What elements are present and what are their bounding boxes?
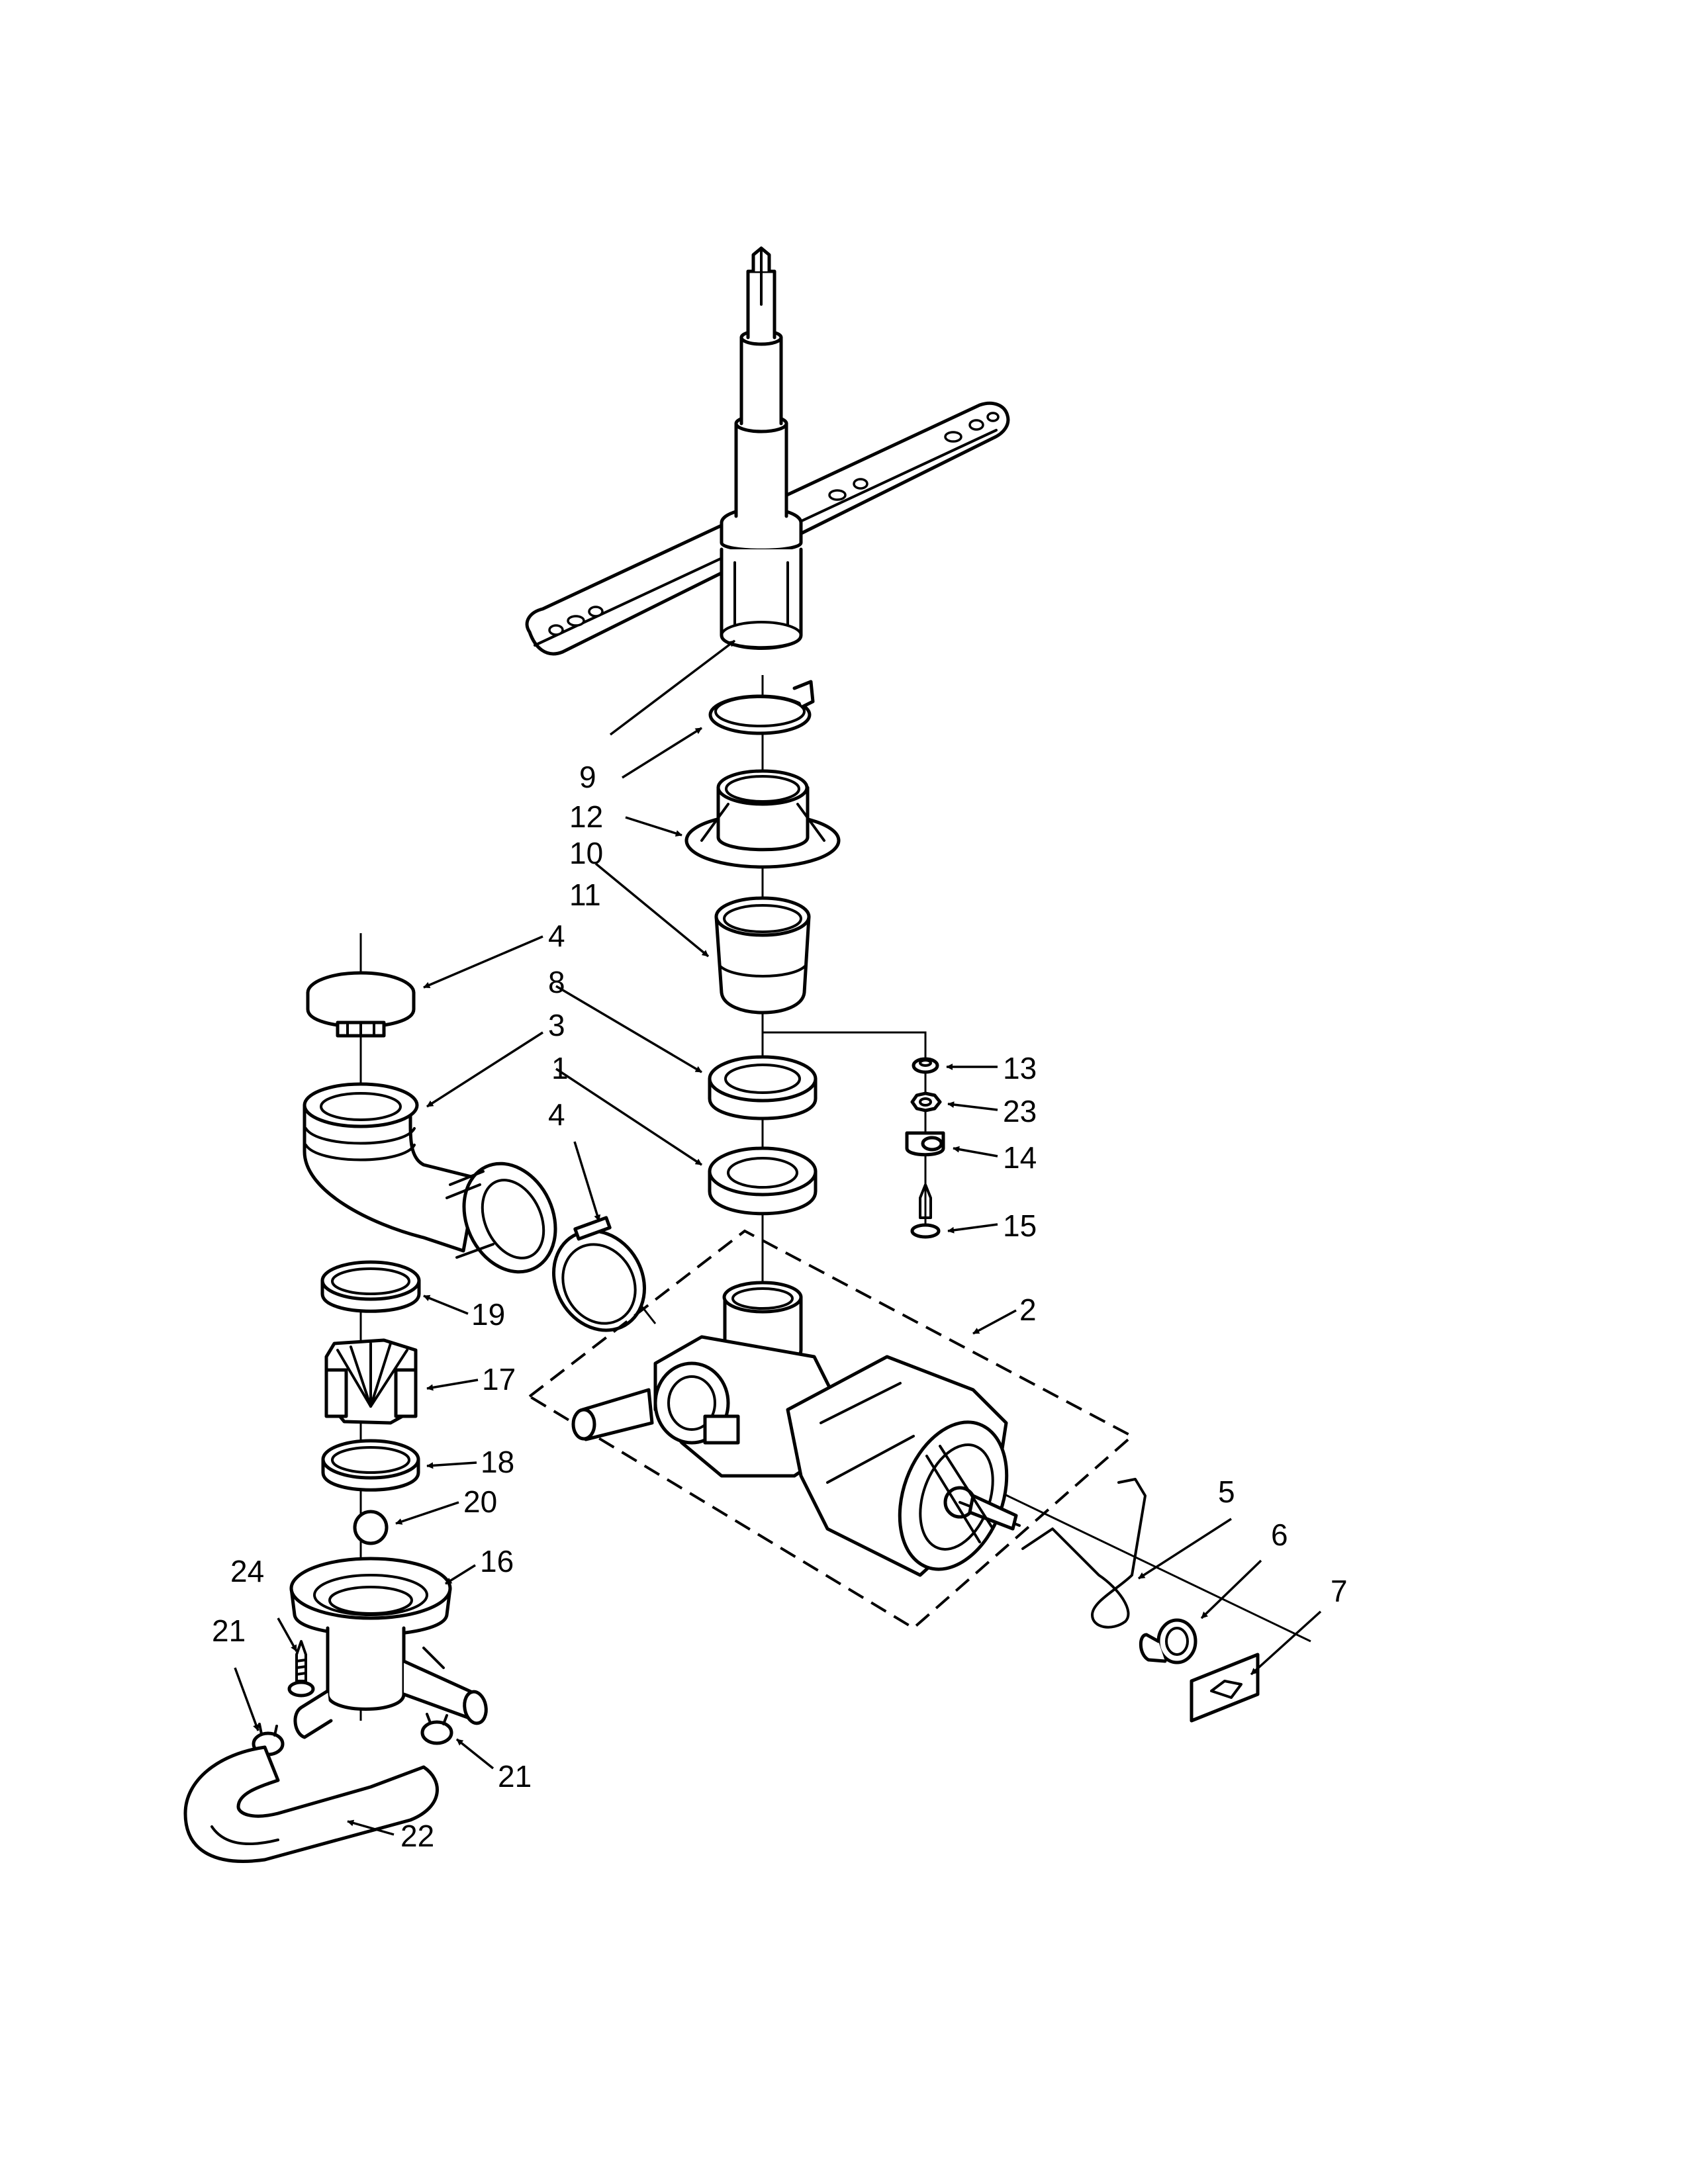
decal	[1190, 1653, 1260, 1723]
callout-4-top: 4	[548, 919, 565, 953]
filter-17	[324, 1338, 418, 1425]
lower-wash-arm-and-tower	[525, 246, 1010, 656]
callout-21-left: 21	[212, 1614, 246, 1648]
callout-3: 3	[548, 1008, 565, 1042]
hose-clamp-21-right	[420, 1713, 453, 1745]
drain-housing	[289, 1557, 488, 1739]
hose-clamp-top	[306, 971, 416, 1038]
callout-1: 1	[551, 1051, 569, 1085]
callout-13: 13	[1003, 1051, 1037, 1085]
check-ball	[353, 1510, 389, 1545]
seal-ring-8	[708, 1055, 818, 1120]
callout-24: 24	[230, 1554, 264, 1588]
callout-2: 2	[1019, 1293, 1037, 1327]
callout-17: 17	[482, 1362, 516, 1396]
callout-21-right: 21	[498, 1759, 532, 1794]
ring-18	[321, 1439, 420, 1492]
screw-24	[287, 1640, 315, 1698]
callout-5: 5	[1218, 1475, 1235, 1509]
callout-15: 15	[1003, 1208, 1037, 1243]
callout-labels: 9 12 10 11 4 8 3 1 4 13 23 14 15 2 19 17…	[212, 760, 1348, 1853]
wire-clip	[1021, 1478, 1147, 1629]
callout-23: 23	[1003, 1094, 1037, 1128]
callout-12: 12	[569, 799, 603, 834]
pump-and-motor-assembly	[527, 1229, 1135, 1630]
callout-8: 8	[548, 965, 565, 999]
bushing	[1139, 1618, 1197, 1664]
callout-6: 6	[1271, 1518, 1288, 1552]
callout-11: 11	[569, 878, 601, 912]
callout-16: 16	[480, 1544, 514, 1578]
elbow-hose	[303, 1082, 557, 1274]
callout-4-side: 4	[548, 1097, 565, 1132]
callout-10: 10	[569, 836, 603, 870]
split-ring	[708, 680, 815, 735]
drain-hose	[183, 1745, 439, 1863]
callout-9: 9	[579, 760, 596, 794]
wash-arm-support	[684, 769, 841, 869]
leader-lines	[234, 639, 1322, 1836]
callout-7: 7	[1331, 1574, 1348, 1608]
housing-cup	[714, 896, 811, 1015]
hardware-stack	[905, 1057, 945, 1239]
gasket-1	[708, 1146, 818, 1216]
callout-22: 22	[400, 1819, 434, 1853]
callout-20: 20	[463, 1484, 497, 1519]
ring-19	[320, 1260, 421, 1313]
callout-14: 14	[1003, 1140, 1037, 1175]
callout-18: 18	[481, 1445, 514, 1479]
callout-19: 19	[471, 1297, 505, 1332]
hose-clamp-side	[552, 1216, 646, 1332]
